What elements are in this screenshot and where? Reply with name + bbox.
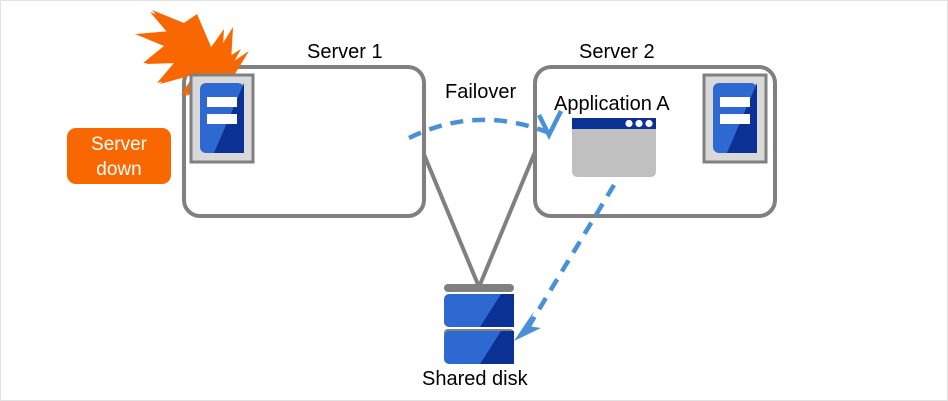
server-down-badge: Server down <box>67 128 171 184</box>
application-label: Application A <box>554 93 670 115</box>
application-window-icon <box>572 118 656 177</box>
shared-disk-icon <box>444 284 514 364</box>
server1-label: Server 1 <box>307 41 383 63</box>
failover-label: Failover <box>445 81 517 103</box>
connector-server2-to-disk <box>477 151 537 288</box>
connector-server1-to-disk <box>421 151 481 288</box>
server-down-badge-line2: down <box>96 159 142 180</box>
failover-arrow-icon <box>408 109 564 141</box>
disk-access-arrow-icon <box>514 183 616 341</box>
shared-disk-label: Shared disk <box>422 368 528 390</box>
connector-lines <box>421 151 537 288</box>
server2-icon <box>702 73 768 164</box>
server-down-badge-line1: Server <box>91 134 147 155</box>
server2-label: Server 2 <box>579 41 655 63</box>
server1-icon <box>189 73 255 164</box>
